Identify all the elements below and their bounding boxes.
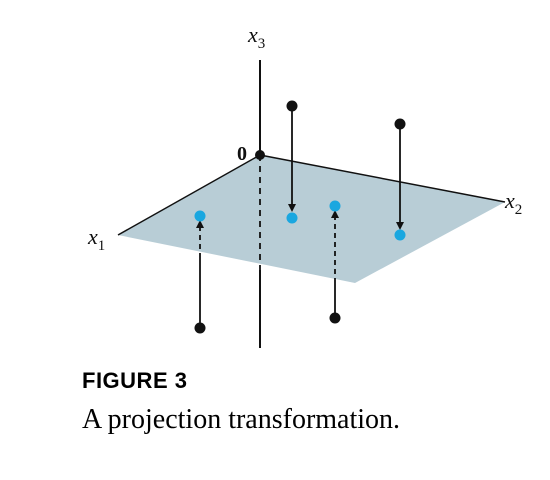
x2-axis	[259, 154, 506, 203]
x1-axis-label: x1	[87, 224, 105, 254]
original-point-1	[194, 322, 206, 334]
original-point-4	[394, 118, 406, 130]
figure-number: FIGURE 3	[82, 368, 188, 393]
original-point-3	[329, 312, 341, 324]
x2-axis-label: x2	[504, 188, 522, 218]
projected-point-2	[286, 212, 298, 224]
projection-diagram: 0 x3 x1 x2	[87, 22, 522, 348]
x1-axis	[117, 154, 261, 236]
projected-point-3	[329, 200, 341, 212]
projection-plane	[118, 155, 505, 283]
figure-caption-text: A projection transformation.	[82, 404, 401, 435]
projected-point-4	[394, 229, 406, 241]
x3-axis-label: x3	[247, 22, 265, 52]
figure-caption: FIGURE 3 A projection transformation.	[82, 368, 522, 436]
origin-point	[255, 150, 265, 160]
original-point-2	[286, 100, 298, 112]
projected-point-1	[194, 210, 206, 222]
origin-label: 0	[237, 143, 247, 165]
